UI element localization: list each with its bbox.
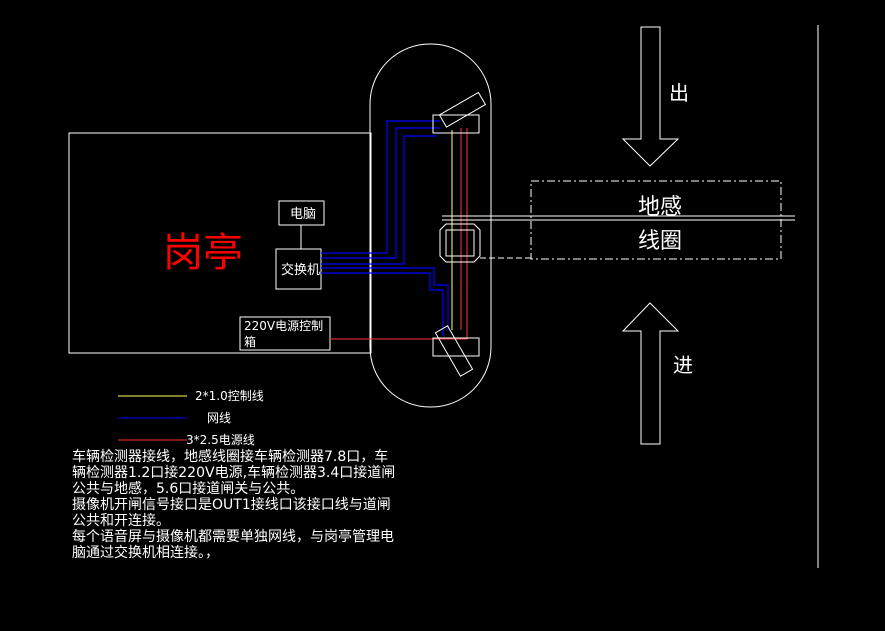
switch-box	[275, 248, 322, 290]
exit-label: 出	[669, 81, 689, 105]
loop-label-2: 线圈	[638, 229, 682, 254]
legend-label-control: 2*1.0控制线	[195, 389, 264, 403]
network-cables	[321, 120, 449, 336]
switch-label: 交换机	[281, 262, 320, 278]
legend-label-power: 3*2.5电源线	[186, 433, 255, 447]
top-barrier-gate	[432, 91, 487, 134]
power-box	[239, 316, 331, 351]
booth-outline	[68, 132, 372, 354]
note-detector: 车辆检测器接线，地感线圈接车辆检测器7.8口，车辆检测器1.2口接220V电源,…	[72, 449, 396, 497]
loop-label-1: 地感	[638, 195, 682, 220]
entry-label: 进	[673, 353, 693, 377]
entry-arrow	[621, 302, 680, 445]
computer-label: 电脑	[290, 207, 316, 222]
bottom-barrier-gate	[432, 325, 480, 377]
power-cables	[330, 128, 468, 340]
vehicle-detector	[439, 223, 481, 263]
ground-loop	[530, 180, 782, 260]
booth-label: 岗亭	[163, 230, 243, 276]
wiring-notes: 车辆检测器接线，地感线圈接车辆检测器7.8口，车辆检测器1.2口接220V电源,…	[72, 449, 402, 561]
note-network: 每个语音屏与摄像机都需要单独网线，与岗亭管理电脑通过交换机相连接。，	[72, 529, 394, 561]
legend-label-network: 网线	[207, 411, 231, 425]
power-box-label-2: 箱	[244, 334, 256, 349]
island-outline	[369, 43, 492, 408]
power-box-label-1: 220V电源控制	[244, 319, 323, 333]
note-camera: 摄像机开闸信号接口是OUT1接线口该接口线与道闸公共和开连接。	[72, 497, 391, 529]
exit-arrow	[621, 26, 680, 167]
